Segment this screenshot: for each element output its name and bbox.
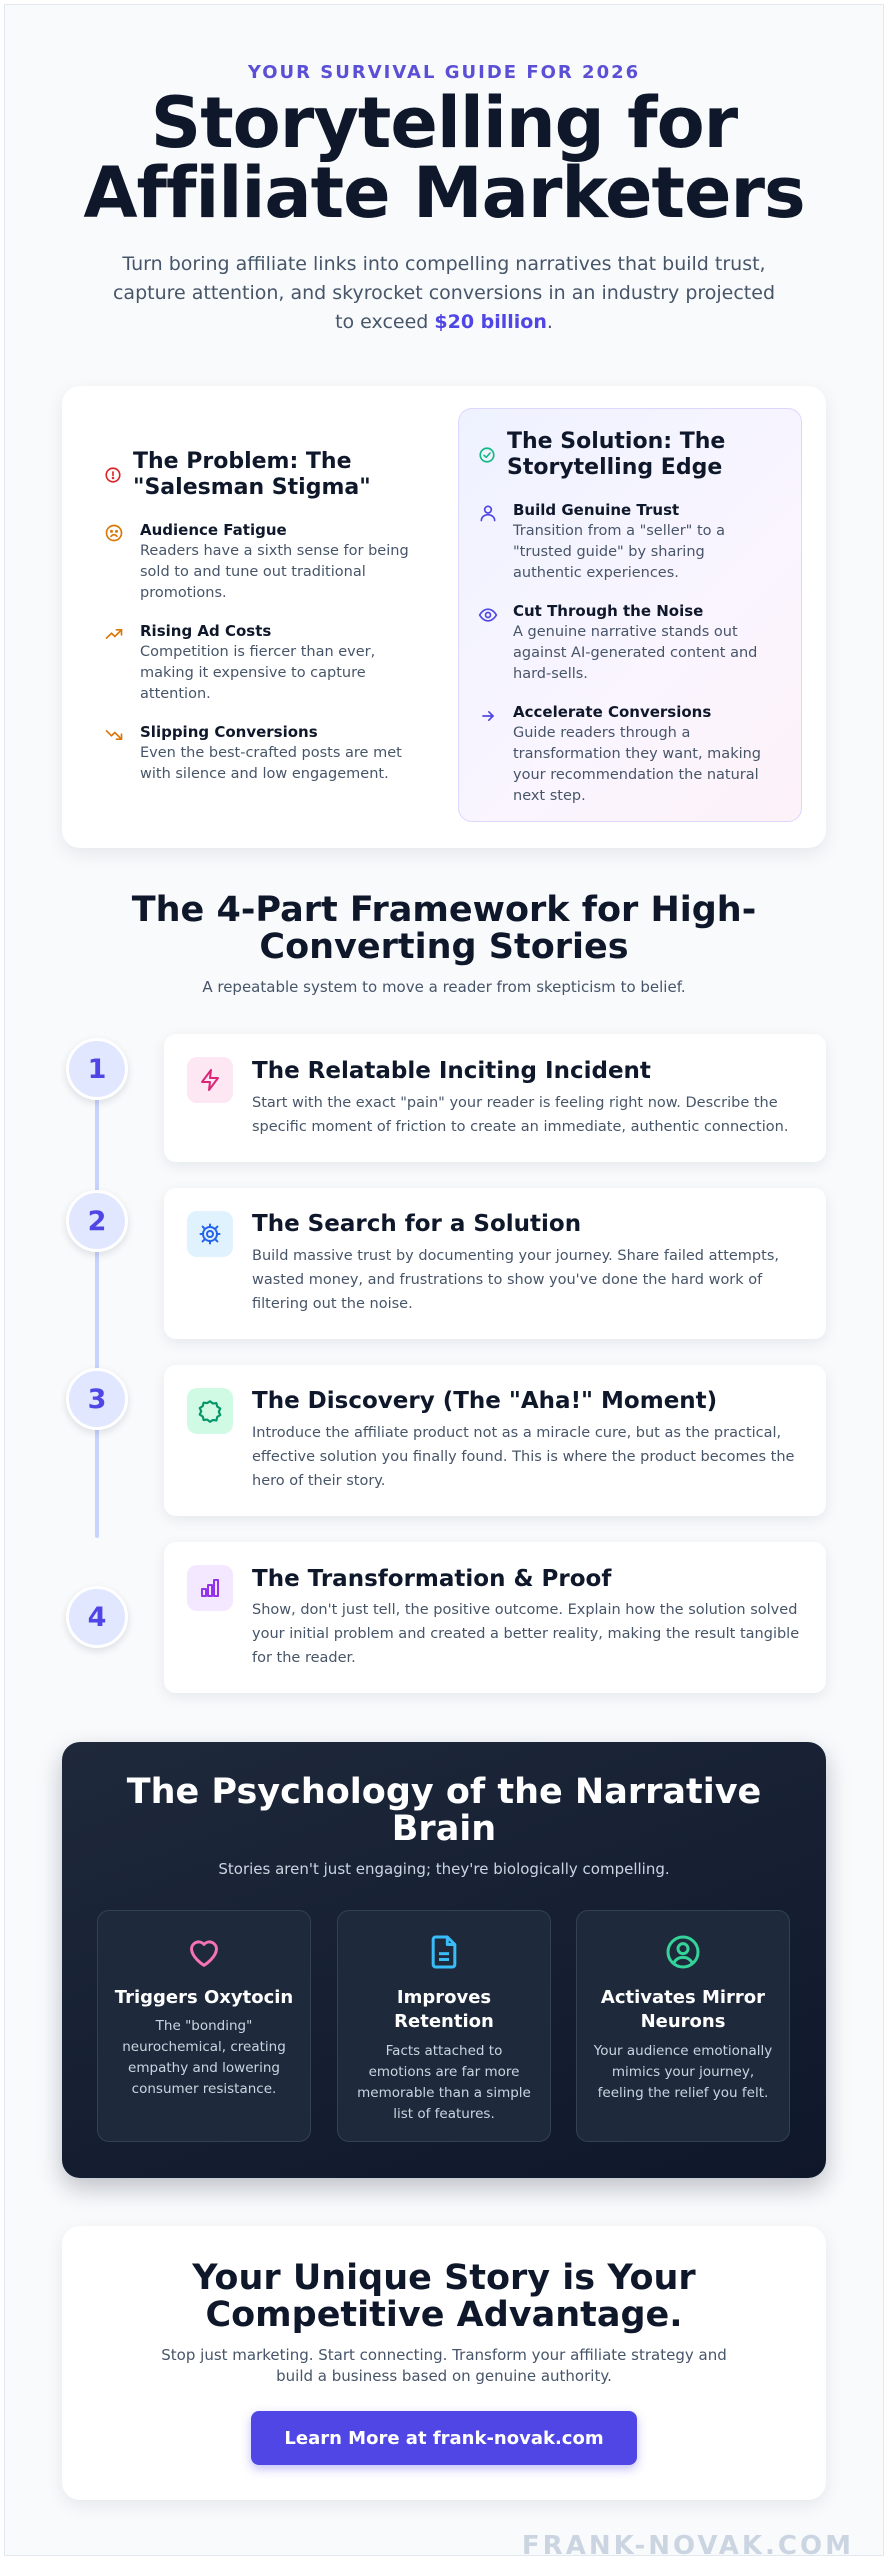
alert-circle-icon (104, 466, 122, 484)
framework-step-card (164, 1188, 826, 1339)
psychology-card (337, 1910, 551, 2142)
psychology-card (97, 1910, 311, 2142)
step-title: The Transformation & Proof (252, 1566, 612, 1592)
psychology-card-title-line: Retention (394, 2011, 494, 2032)
framework-step-card (164, 1542, 826, 1693)
problem-item-title: Rising Ad Costs (140, 622, 272, 640)
psychology-card-text: The "bonding" neurochemical, creating em… (122, 2018, 286, 2097)
page-subtitle: Turn boring affiliate links into compell… (110, 250, 778, 337)
problem-item-title: Audience Fatigue (140, 521, 287, 539)
frown-icon (104, 523, 124, 543)
framework-step-card (164, 1034, 826, 1162)
framework-title-line-2: Converting Stories (259, 927, 629, 967)
cta-title-line-2: Competitive Advantage. (205, 2295, 683, 2335)
solution-item-title: Accelerate Conversions (513, 703, 712, 721)
problem-item-title: Slipping Conversions (140, 723, 318, 741)
lightning-icon (187, 1057, 233, 1103)
step-text: Build massive trust by documenting your … (252, 1248, 779, 1312)
framework-title-line-1: The 4-Part Framework for High- (131, 890, 757, 930)
problem-title: The Problem: The "Salesman Stigma" (133, 449, 371, 500)
heart-icon (184, 1932, 224, 1972)
psychology-card-title: Triggers Oxytocin (97, 1986, 311, 2010)
solution-item-text: A genuine narrative stands out against A… (513, 624, 758, 682)
star-badge-icon (187, 1388, 233, 1434)
problem-item-text: Readers have a sixth sense for being sol… (140, 543, 409, 601)
framework-title: The 4-Part Framework for High- Convertin… (100, 892, 788, 966)
step-number-badge: 1 (66, 1038, 128, 1100)
eyebrow-label: YOUR SURVIVAL GUIDE FOR 2026 (247, 62, 641, 83)
learn-more-button[interactable]: Learn More at frank-novak.com (251, 2411, 637, 2465)
psychology-card-title-line: Neurons (640, 2011, 726, 2032)
trending-down-icon (104, 725, 124, 745)
psychology-card-title: Improves Retention (337, 1986, 551, 2034)
eye-icon (478, 605, 498, 625)
subtitle-text: Turn boring affiliate links into compell… (112, 253, 776, 333)
psychology-card-text: Your audience emotionally mimics your jo… (593, 2043, 773, 2101)
step-text: Start with the exact "pain" your reader … (252, 1095, 789, 1135)
step-number-badge: 4 (66, 1586, 128, 1648)
arrow-right-icon (478, 706, 498, 726)
subtitle-highlight: $20 billion (434, 311, 547, 333)
psychology-title: The Psychology of the Narrative Brain (100, 1774, 788, 1848)
page-title: Storytelling for Affiliate Marketers (40, 88, 848, 228)
cta-title-line-1: Your Unique Story is Your (192, 2258, 696, 2298)
site-watermark: FRANK-NOVAK.COM (521, 2531, 854, 2560)
user-icon (478, 503, 498, 523)
psychology-title-line-2: Brain (391, 1809, 497, 1849)
document-icon (424, 1932, 464, 1972)
step-title: The Discovery (The "Aha!" Moment) (252, 1388, 718, 1414)
problem-item-text: Competition is fiercer than ever, making… (140, 644, 376, 702)
bar-chart-icon (187, 1565, 233, 1611)
cta-text: Stop just marketing. Start connecting. T… (161, 2346, 727, 2385)
solution-title: The Solution: The Storytelling Edge (507, 429, 726, 480)
psychology-subtitle: Stories aren't just engaging; they're bi… (218, 1860, 670, 1878)
problem-item-text: Even the best-crafted posts are met with… (140, 745, 402, 782)
step-number-badge: 3 (66, 1368, 128, 1430)
step-title: The Search for a Solution (252, 1211, 582, 1237)
psychology-card-title-line: Triggers Oxytocin (114, 1987, 294, 2008)
psychology-title-line-1: The Psychology of the Narrative (126, 1772, 762, 1812)
page-title-line-1: Storytelling for (150, 82, 738, 164)
step-number-badge: 2 (66, 1190, 128, 1252)
psychology-card (576, 1910, 790, 2142)
page-title-line-2: Affiliate Marketers (83, 152, 805, 234)
gear-icon (187, 1211, 233, 1257)
psychology-card-title-line: Improves (396, 1987, 492, 2008)
framework-subtitle: A repeatable system to move a reader fro… (202, 978, 686, 996)
check-circle-icon (478, 446, 496, 464)
solution-item-text: Transition from a "seller" to a "trusted… (513, 523, 725, 581)
trending-up-icon (104, 624, 124, 644)
user-circle-icon (663, 1932, 703, 1972)
framework-step-card (164, 1365, 826, 1516)
subtitle-end: . (546, 311, 553, 333)
timeline-line (95, 1068, 99, 1538)
step-title: The Relatable Inciting Incident (252, 1058, 651, 1084)
psychology-card-title-line: Activates Mirror (600, 1987, 766, 2008)
solution-item-title: Cut Through the Noise (513, 602, 704, 620)
psychology-card-title: Activates Mirror Neurons (576, 1986, 790, 2034)
psychology-card-text: Facts attached to emotions are far more … (357, 2043, 531, 2122)
solution-panel (458, 408, 802, 822)
solution-item-title: Build Genuine Trust (513, 501, 680, 519)
solution-item-text: Guide readers through a transformation t… (513, 725, 762, 804)
step-text: Show, don't just tell, the positive outc… (252, 1602, 800, 1666)
step-text: Introduce the affiliate product not as a… (252, 1425, 795, 1489)
cta-title: Your Unique Story is Your Competitive Ad… (100, 2260, 788, 2334)
